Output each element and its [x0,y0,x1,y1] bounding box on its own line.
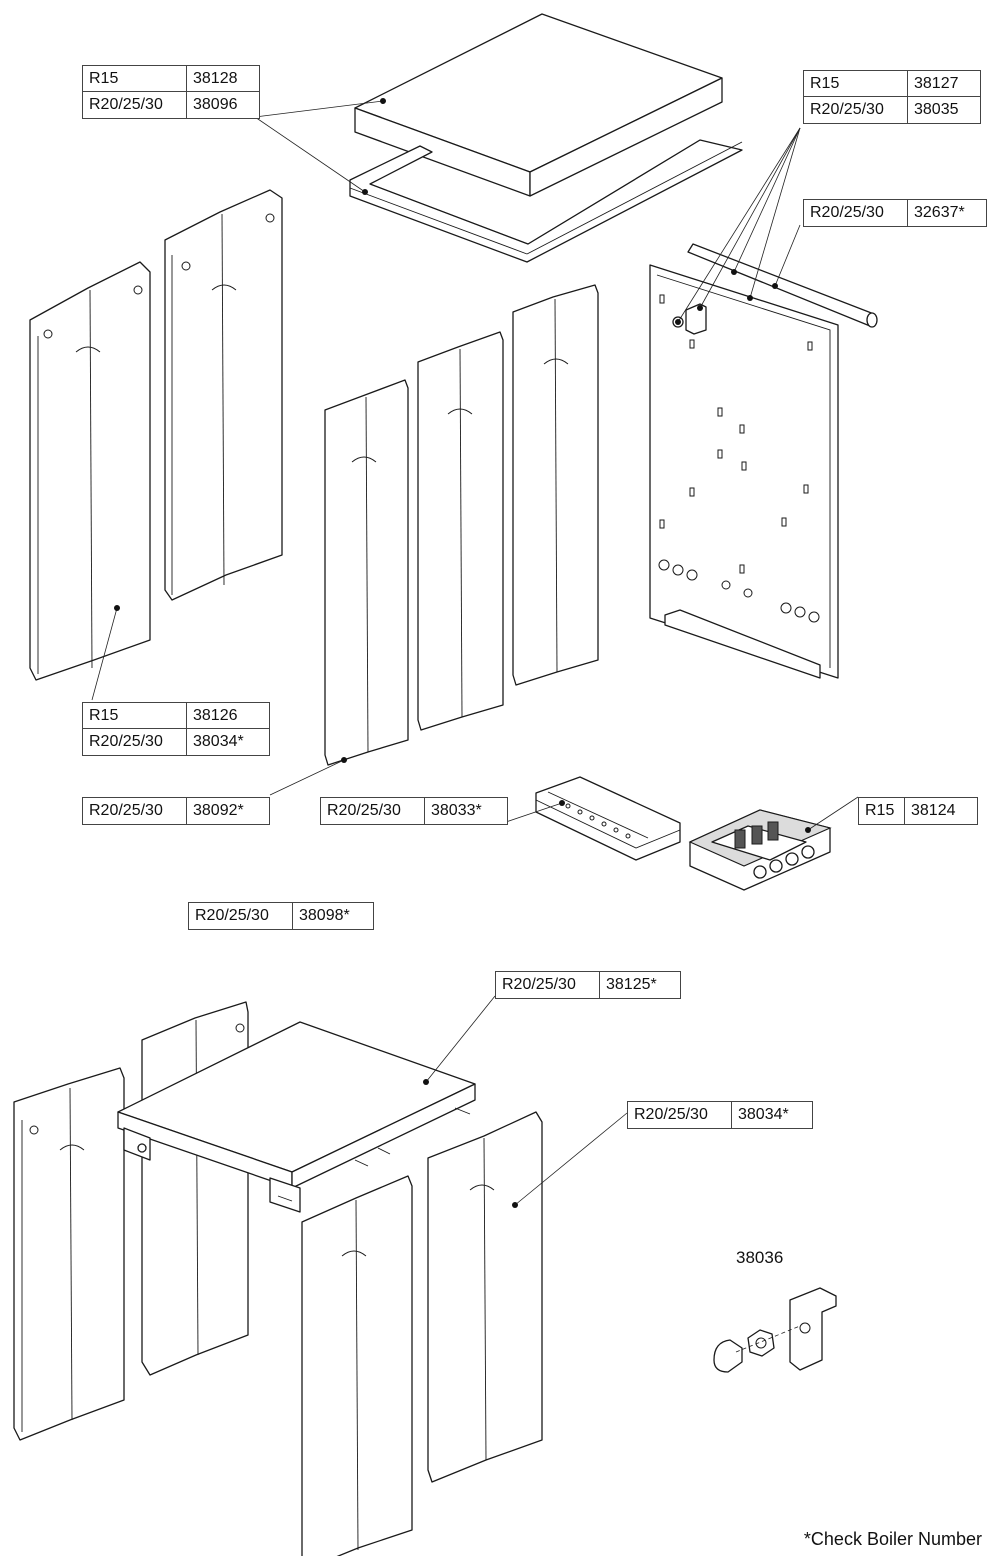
callout-part-number: 38125* [606,976,657,993]
callout-model: R20/25/30 [83,729,187,755]
callout-model: R20/25/30 [83,798,187,824]
callout-part-number: 38034* [738,1106,789,1123]
callout-model: R15 [859,798,905,824]
callout-model: R20/25/30 [83,92,187,118]
callout-bottom-rail: R20/25/30 38033* [320,797,508,825]
callout-part-number: 38033* [431,802,482,819]
front-panel-a [324,379,409,766]
bottom-rail [535,776,681,861]
lower-front-left-panel [13,1067,125,1441]
callout-lower-assembly: R20/25/30 38098* [188,902,374,930]
callout-back-fittings: R15 38127 R20/25/30 38035 [803,70,981,124]
callout-model: R20/25/30 [189,903,293,929]
front-panel-b [417,331,504,731]
callout-part-number: 38096 [193,96,238,113]
callout-part-number: 32637* [914,204,965,221]
fixing-kit-label: 38036 [736,1248,784,1267]
plate-holes [658,294,820,623]
support-rod [687,243,878,328]
callout-part-number: 38098* [299,907,350,924]
back-mounting-plate [649,264,839,679]
callout-side-panel-upper: R15 38126 R20/25/30 38034* [82,702,270,756]
callout-front-panel-upper: R20/25/30 38092* [82,797,270,825]
top-cover-panel [354,13,723,197]
control-box [688,809,832,891]
callout-model: R20/25/30 [804,200,908,226]
callout-control-box: R15 38124 [858,797,978,825]
callout-model: R15 [804,71,908,97]
callout-model: R20/25/30 [628,1102,732,1128]
footnote: *Check Boiler Number [803,1529,982,1549]
callout-part-number: 38126 [187,703,269,729]
lower-front-panel [301,1175,413,1556]
callout-top-panel: R15 38128 R20/25/30 38096 [82,65,260,119]
callout-part-number: 38128 [187,66,259,92]
callout-part-number: 38124 [911,802,956,819]
callout-part-number: 38034* [193,733,244,750]
callout-part-number: 38127 [908,71,980,97]
callout-part-number: 38035 [914,101,959,118]
lower-right-side-panel [427,1111,543,1483]
callout-model: R15 [83,66,187,92]
callout-rod: R20/25/30 32637* [803,199,987,227]
fixing-kit [713,1287,837,1373]
lower-top-panel [117,1021,476,1213]
callout-model: R15 [83,703,187,729]
callout-model: R20/25/30 [496,972,600,998]
callout-lower-side-panel: R20/25/30 38034* [627,1101,813,1129]
side-panel-front-left [29,261,151,681]
side-panel-back-left [164,189,283,601]
front-panel-c [512,284,599,686]
callout-lower-top-panel: R20/25/30 38125* [495,971,681,999]
callout-part-number: 38092* [193,802,244,819]
top-tray-frame [349,139,743,263]
leader-lines [91,98,859,1208]
callout-model: R20/25/30 [804,97,908,123]
callout-model: R20/25/30 [321,798,425,824]
